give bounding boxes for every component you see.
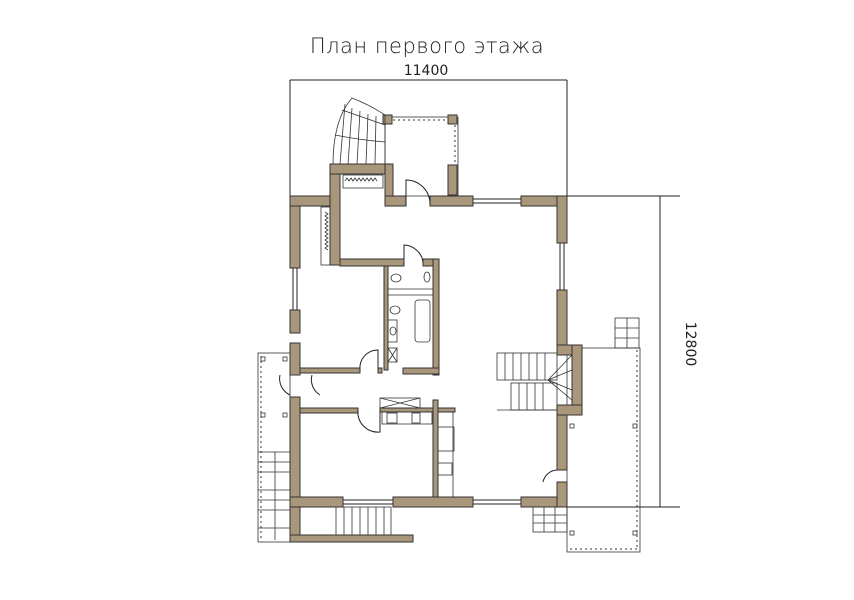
dimension-width-label: 11400 [403,63,449,79]
left-terrace [257,352,291,543]
plan-title: План первого этажа [309,34,545,58]
doors [279,179,558,483]
stairs [335,352,573,536]
dimension-lines [289,79,680,508]
right-terrace [532,317,641,553]
windows [292,198,565,505]
fixtures [320,174,455,497]
top-porch [332,97,459,197]
